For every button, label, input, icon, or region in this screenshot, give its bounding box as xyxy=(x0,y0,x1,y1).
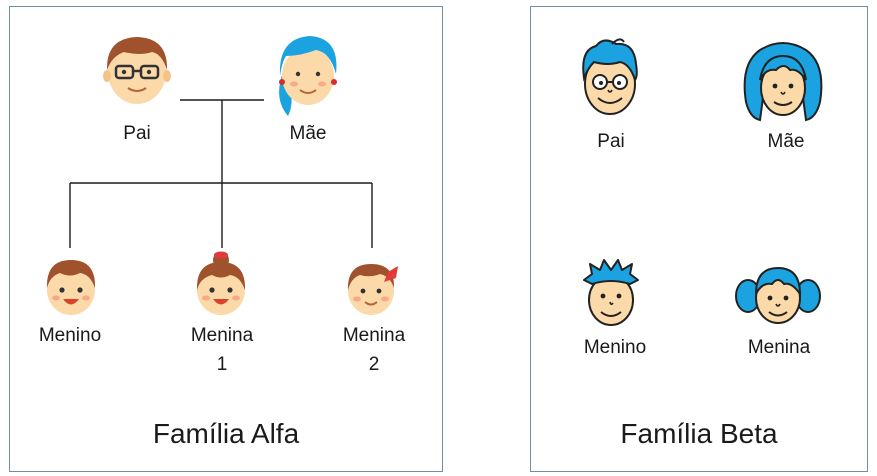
alfa-father-avatar xyxy=(103,37,171,104)
alfa-girl1-avatar xyxy=(196,251,246,315)
beta-father-avatar xyxy=(582,38,638,115)
beta-boy-label: Menino xyxy=(583,337,647,358)
beta-mother-avatar xyxy=(743,42,823,122)
beta-girl-avatar xyxy=(735,266,821,324)
beta-family-title: Família Beta xyxy=(620,418,778,449)
beta-boy-avatar xyxy=(583,259,639,326)
alfa-boy-avatar xyxy=(46,260,96,315)
alfa-boy-label: Menino xyxy=(38,325,102,346)
alfa-mother-label: Mãe xyxy=(289,123,327,144)
beta-girl-label: Menina xyxy=(747,337,811,358)
alfa-family-title: Família Alfa xyxy=(152,418,300,449)
beta-father-label: Pai xyxy=(597,131,625,152)
family-alfa-panel xyxy=(9,6,443,472)
alfa-girl2-label: Menina xyxy=(342,325,406,346)
alfa-girl2-avatar xyxy=(347,264,398,315)
alfa-girl1-label: Menina xyxy=(190,325,254,346)
alfa-father-label: Pai xyxy=(123,123,151,144)
beta-mother-label: Mãe xyxy=(767,131,805,152)
alfa-mother-avatar xyxy=(279,36,337,116)
alfa-girl2-number: 2 xyxy=(368,354,380,375)
alfa-girl1-number: 1 xyxy=(216,354,228,375)
